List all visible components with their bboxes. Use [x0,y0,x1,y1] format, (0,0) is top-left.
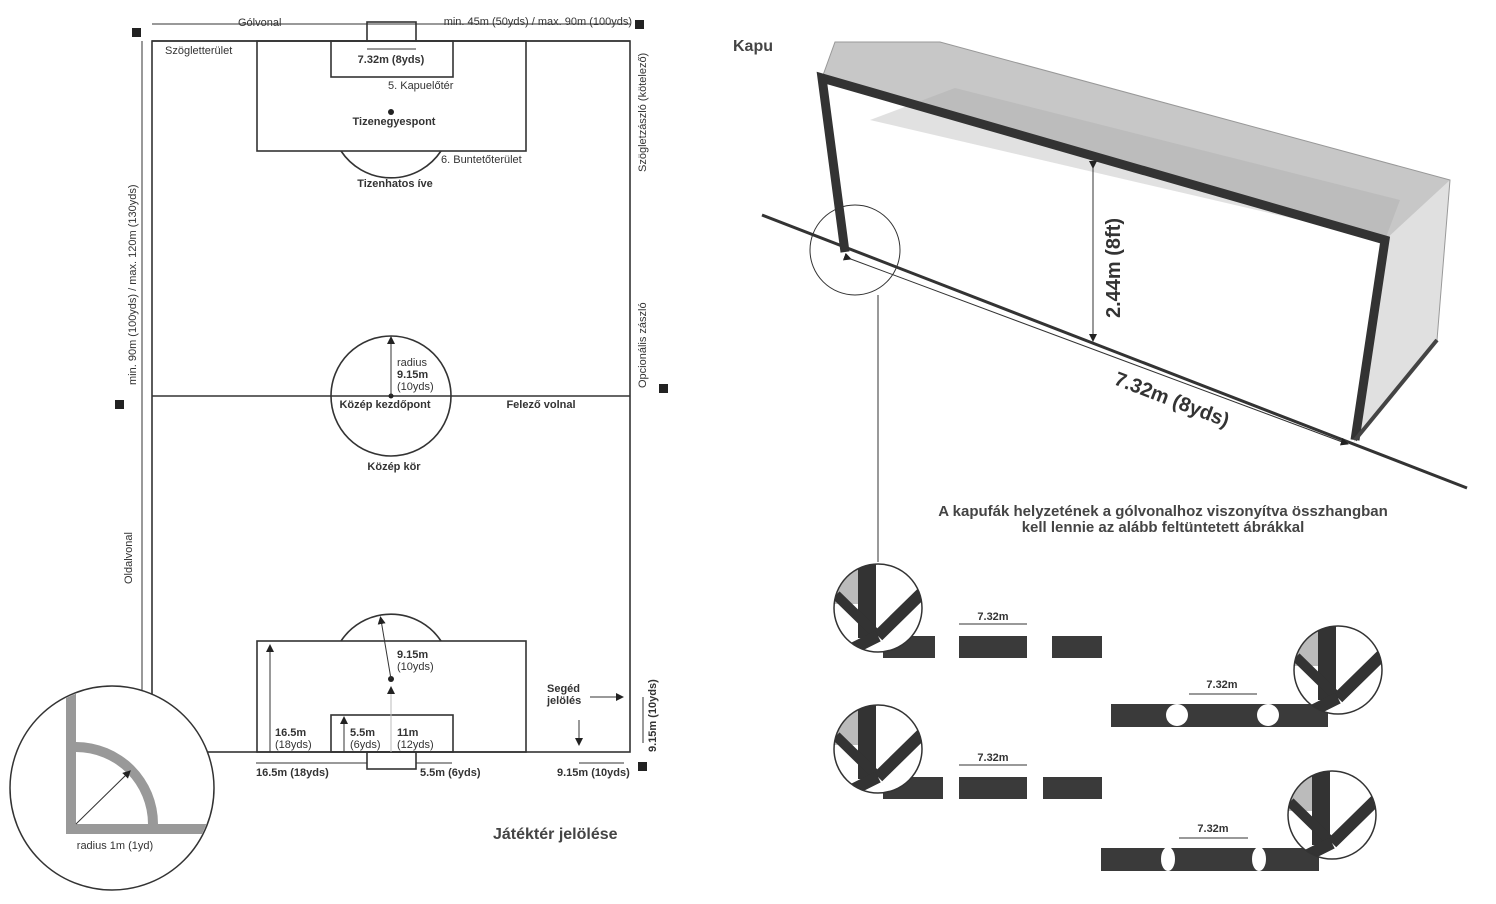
corner-radius-label: radius 1m (1yd) [77,840,153,852]
goal-frame [816,71,1391,441]
helper-mark-label: Segéd [547,683,580,695]
optional-flag-icon [659,384,668,393]
corner-flag-icon [635,20,644,29]
goal-area-depth-yds: (6yds) [350,739,381,751]
corner-detail: radius 1m (1yd) [9,685,215,891]
corner-flag-icon [638,762,647,771]
touchline-label: Oldalvonal [123,532,135,584]
top-penalty-spot [388,109,394,115]
top-penalty-arc [340,150,442,179]
bottom-goal [366,751,417,770]
penalty-area-depth-yds: (18yds) [275,739,312,751]
post-detail-4: 7.32m [1101,770,1377,871]
pitch-title: Játéktér jelölése [493,826,618,843]
corner-mark-distance: 9.15m (10yds) [557,767,630,779]
corner-flag-label: Szögletzászló (kötelező) [637,53,649,172]
goal-width-label: 7.32m (8yds) [358,54,425,66]
center-circle-label: Közép kör [367,461,421,473]
goal-area-depth-m: 5.5m [350,727,375,739]
goal-line-label: Gólvonal [238,17,281,29]
goal-note: A kapufák helyzetének a gólvonalhoz visz… [938,503,1388,520]
detail-width-label: 7.32m [1197,823,1228,835]
arc-distance-m: 9.15m [397,649,428,661]
radius-label: radius [397,357,427,369]
arc-distance-yds: (10yds) [397,661,434,673]
corner-area-label: Szögletterület [165,45,232,57]
spot-distance-yds: (12yds) [397,739,434,751]
goal-note: kell lennie az alább feltüntetett ábrákk… [1022,519,1305,536]
width-range-label: min. 45m (50yds) / max. 90m (100yds) [444,16,632,28]
detail-width-label: 7.32m [977,611,1008,623]
helper-mark-label: jelölés [546,695,581,707]
detail-width-label: 7.32m [1206,679,1237,691]
corner-mark-distance-vertical: 9.15m (10yds) [647,679,659,752]
goal-area-label: 5. Kapuelőtér [388,80,454,92]
bottom-goal-area [330,714,454,753]
optional-flag-icon [115,400,124,409]
corner-flag-icon [132,28,141,37]
top-goal [366,21,417,42]
penalty-area-offset: 16.5m (18yds) [256,767,329,779]
radius-yds: (10yds) [397,381,434,393]
goal-area-offset: 5.5m (6yds) [420,767,481,779]
goal-width-label: 7.32m (8yds) [1111,368,1232,432]
penalty-area-depth-m: 16.5m [275,727,306,739]
length-range-label: min. 90m (100yds) / max. 120m (130yds) [127,184,139,385]
bottom-penalty-arc [340,613,442,642]
penalty-spot-label: Tizenegyespont [353,116,436,128]
center-spot-label: Közép kezdőpont [339,399,430,411]
post-detail-3: 7.32m [833,704,1102,799]
goal-diagram: Kapu 2.44m (8ft) 7.32m (8yds) A kapufák … [733,38,1468,871]
post-detail-1: 7.32m [833,563,1102,658]
radius-m: 9.15m [397,369,428,381]
optional-flag-label: Opcionális zászló [637,302,649,388]
post-detail-2: 7.32m [1111,625,1383,727]
pitch-diagram: Gólvonal min. 45m (50yds) / max. 90m (10… [9,16,668,891]
goal-height-label: 2.44m (8ft) [1103,218,1125,318]
spot-distance-m: 11m [397,727,419,739]
penalty-arc-label: Tizenhatos íve [357,178,433,190]
detail-width-label: 7.32m [977,752,1008,764]
penalty-area-label: 6. Buntetőterület [441,154,522,166]
goal-title: Kapu [733,38,773,55]
halfway-line-label: Felező volnal [506,399,575,411]
